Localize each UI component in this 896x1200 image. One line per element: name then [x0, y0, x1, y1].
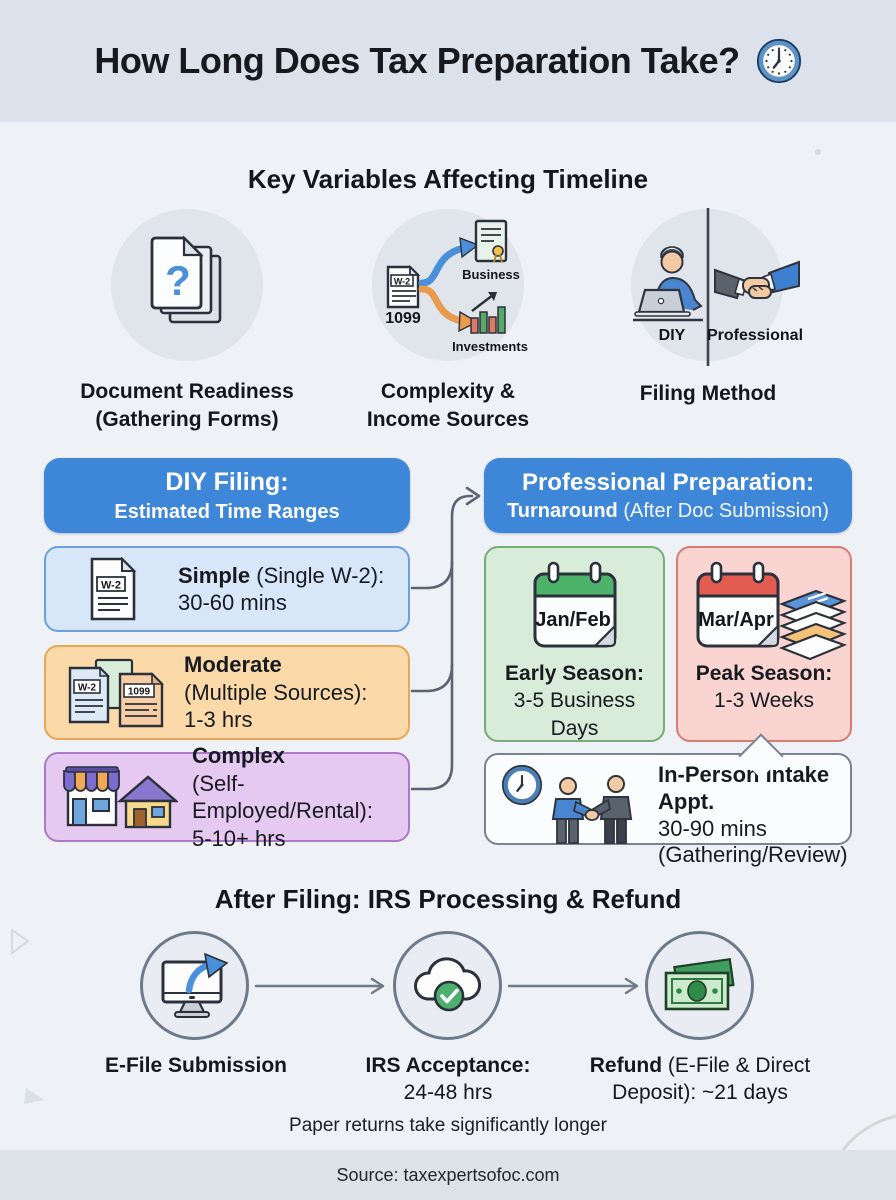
svg-text:Business: Business — [462, 267, 520, 282]
svg-text:W-2: W-2 — [394, 277, 410, 287]
refund-circle — [645, 931, 754, 1040]
income-sources-icon: W-2 1099 Business Investments — [372, 209, 540, 361]
efile-label: E-File Submission — [104, 1054, 288, 1077]
peak-season-text: Peak Season: 1-3 Weeks — [695, 662, 833, 713]
calendar-mar-apr-icon: Mar/Apr — [690, 558, 850, 668]
clock-icon — [756, 38, 802, 84]
page-title: How Long Does Tax Preparation Take? — [94, 40, 740, 81]
cloud-check-icon — [408, 949, 488, 1023]
svg-text:Jan/Feb: Jan/Feb — [535, 609, 611, 631]
svg-text:DIY: DIY — [659, 327, 686, 344]
peak-season-card: Mar/Apr Peak Season: 1-3 Weeks — [676, 546, 852, 742]
business-home-icon — [60, 761, 178, 833]
efile-monitor-icon — [155, 946, 235, 1026]
calendar-jan-feb-icon: Jan/Feb — [527, 558, 623, 654]
paper-stack-icon — [778, 589, 848, 661]
w2-document-icon: W-2 — [88, 557, 138, 621]
intake-appointment-text: In-Person Intake Appt. 30-90 mins (Gathe… — [658, 762, 848, 868]
money-icon — [660, 955, 740, 1017]
source-text: Source: taxexpertsofoc.com — [336, 1165, 560, 1185]
svg-text:Mar/Apr: Mar/Apr — [698, 609, 774, 631]
complex-filing-box: Complex (Self-Employed/Rental): 5-10+ hr… — [44, 743, 410, 851]
efile-circle — [140, 931, 249, 1040]
after-filing-heading: After Filing: IRS Processing & Refund — [214, 884, 682, 914]
filing-method-label: Filing Method — [639, 382, 777, 405]
intake-appointment-card: In-Person Intake Appt. 30-90 mins (Gathe… — [484, 753, 852, 867]
clock-icon-small — [500, 763, 544, 807]
irs-acceptance-label: IRS Acceptance: 24-48 hrs — [365, 1054, 531, 1104]
refund-label: Refund (E-File & Direct Deposit): ~21 da… — [589, 1054, 811, 1104]
svg-text:W-2: W-2 — [78, 682, 97, 693]
header-band: How Long Does Tax Preparation Take? — [0, 0, 896, 122]
document-readiness-label: Document Readiness (Gathering Forms) — [80, 380, 294, 431]
handshake-people-icon — [544, 773, 644, 845]
moderate-filing-text: Moderate (Multiple Sources): 1-3 hrs — [184, 652, 368, 733]
diy-filing-header: DIY Filing: Estimated Time Ranges — [44, 458, 410, 533]
irs-acceptance-circle — [393, 931, 502, 1040]
simple-filing-box: W-2 Simple (Single W-2): 30-60 mins — [44, 546, 410, 632]
paper-returns-note: Paper returns take significantly longer — [289, 1115, 607, 1136]
simple-filing-text: Simple (Single W-2): 30-60 mins — [178, 562, 385, 616]
footer-band: Source: taxexpertsofoc.com — [0, 1150, 896, 1200]
professional-prep-header: Professional Preparation: Turnaround (Af… — [484, 458, 852, 533]
svg-text:1099: 1099 — [385, 310, 421, 327]
svg-text:Professional: Professional — [707, 327, 803, 344]
filing-method-icon: DIY Professional — [631, 200, 803, 368]
svg-text:Investments: Investments — [452, 339, 528, 354]
key-variables-heading: Key Variables Affecting Timeline — [247, 164, 649, 194]
complexity-label: Complexity & Income Sources — [366, 380, 530, 431]
svg-text:?: ? — [165, 257, 191, 304]
svg-text:W-2: W-2 — [101, 580, 121, 592]
complex-filing-text: Complex (Self-Employed/Rental): 5-10+ hr… — [192, 743, 373, 851]
early-season-text: Early Season: 3-5 Business Days — [505, 662, 644, 740]
moderate-filing-box: W-2 1099 Moderate (Multiple Sources): 1-… — [44, 645, 410, 740]
multiple-documents-icon: W-2 1099 — [64, 658, 168, 728]
early-season-card: Jan/Feb Early Season: 3-5 Business Days — [484, 546, 665, 742]
svg-text:1099: 1099 — [128, 686, 151, 697]
question-documents-icon: ? — [141, 233, 233, 337]
